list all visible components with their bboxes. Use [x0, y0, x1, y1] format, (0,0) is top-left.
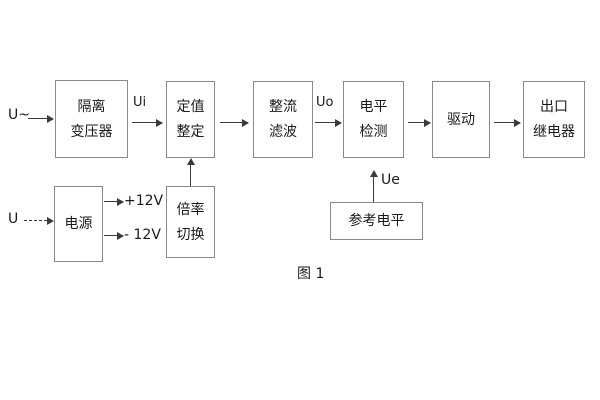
block-isolation-transformer-line2: 变压器 — [70, 123, 113, 140]
block-setpoint-adjust: 定值 整定 — [166, 81, 215, 158]
block-isolation-transformer: 隔离 变压器 — [55, 80, 128, 158]
signal-label-ui: Ui — [133, 95, 147, 110]
block-rectifier-filter: 整流 滤波 — [253, 81, 313, 158]
signal-input-label: U~ — [8, 107, 30, 123]
block-power-supply: 电源 — [54, 186, 103, 262]
block-level-detection: 电平 检测 — [343, 81, 404, 158]
block-setpoint-adjust-line2: 整定 — [176, 124, 205, 140]
block-reference-level-line1: 参考电平 — [348, 213, 405, 229]
block-driver: 驱动 — [432, 81, 490, 158]
arrow-input-to-isolation-transformer — [28, 114, 54, 123]
arrow-input-to-power-supply — [24, 217, 54, 225]
block-power-supply-line1: 电源 — [64, 216, 93, 232]
block-driver-line1: 驱动 — [447, 111, 475, 128]
block-reference-level: 参考电平 — [330, 202, 423, 240]
figure-caption: 图 1 — [297, 266, 325, 282]
signal-label-uo: Uo — [316, 95, 334, 110]
block-output-relay-line2: 继电器 — [533, 124, 575, 140]
arrow-power-supply-plus12v — [104, 197, 124, 206]
block-rectifier-filter-line2: 滤波 — [269, 124, 297, 140]
block-output-relay-line1: 出口 — [540, 99, 568, 115]
block-level-detection-line1: 电平 — [359, 99, 388, 115]
block-level-detection-line2: 检测 — [359, 124, 388, 140]
arrow-power-supply-minus12v — [104, 231, 124, 240]
block-output-relay: 出口 继电器 — [523, 81, 585, 158]
arrow-driver-to-output-relay — [494, 118, 521, 127]
arrow-isolation-transformer-to-setpoint — [132, 118, 163, 127]
power-input-label: U — [8, 211, 19, 227]
arrow-setpoint-to-rectifier-filter — [220, 118, 249, 127]
arrow-rectifier-filter-to-level-detect — [315, 118, 342, 127]
arrow-level-detect-to-driver — [408, 118, 431, 127]
signal-label-ue: Ue — [381, 172, 400, 188]
block-multiplier-switch-line2: 切换 — [176, 226, 205, 243]
block-multiplier-switch-line1: 倍率 — [176, 201, 205, 218]
power-output-label-minus12v: - 12V — [124, 227, 161, 243]
arrow-multiplier-switch-to-setpoint — [186, 158, 195, 186]
block-multiplier-switch: 倍率 切换 — [166, 186, 215, 258]
arrow-reference-level-to-level-detect — [369, 170, 378, 202]
block-rectifier-filter-line1: 整流 — [269, 99, 297, 115]
power-output-label-plus12v: +12V — [124, 193, 164, 209]
block-setpoint-adjust-line1: 定值 — [176, 99, 205, 115]
block-isolation-transformer-line1: 隔离 — [77, 98, 106, 115]
